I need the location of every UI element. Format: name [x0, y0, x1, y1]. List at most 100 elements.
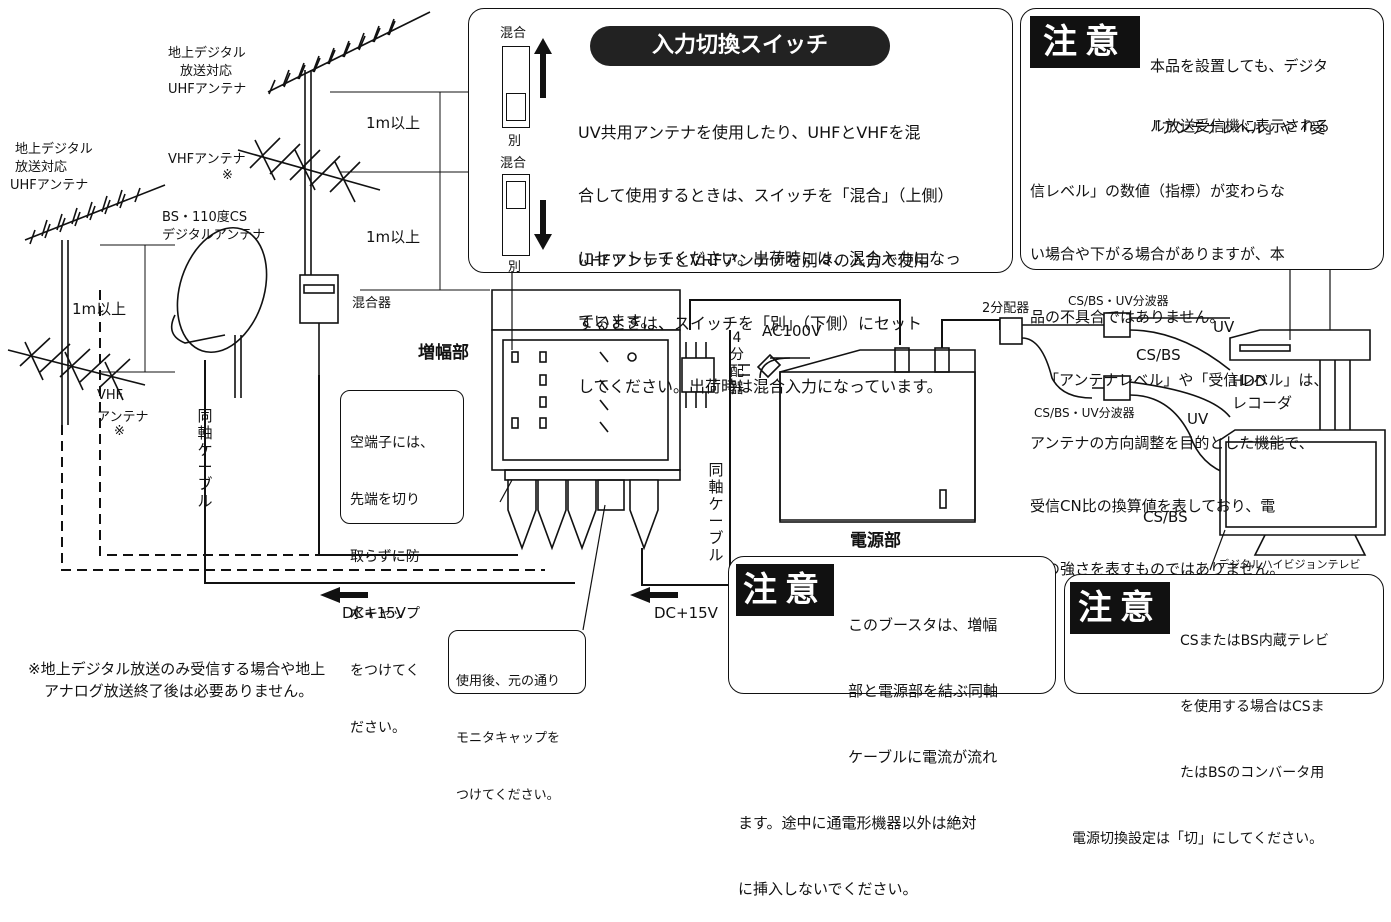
label-4way: 4分配器 — [730, 330, 744, 397]
label-coax-left: 同軸ケーブル — [197, 407, 213, 510]
switch-title: 入力切換スイッチ — [590, 26, 890, 66]
switch-para-bottom-2: するときは、スイッチを「別」（下側）にセット — [578, 314, 923, 333]
label-splitter2: 2分配器 — [982, 301, 1030, 316]
callout-empty-1: 空端子には、 — [350, 435, 434, 451]
caution-tv-line-4: 電源切換設定は「切」にしてください。 — [1072, 831, 1324, 847]
caution-tv-line-2: を使用する場合はCSま — [1180, 699, 1325, 715]
uhf-antenna-left — [24, 184, 166, 245]
label-uhf-left-3: UHFアンテナ — [10, 178, 89, 193]
2way-splitter — [999, 317, 1093, 399]
label-dc-right: DC+15V — [654, 604, 718, 622]
caution-top-line-2: ル放送受信機に表示される — [1150, 117, 1331, 135]
vhf-antenna-low — [7, 337, 146, 401]
caution-top-line-1: 本品を設置しても、デジタ — [1150, 57, 1329, 75]
mixer-box — [299, 274, 339, 324]
callout-monitor-cap — [448, 630, 586, 694]
switch-mix-top: 混合 — [500, 26, 527, 41]
callout-empty-4: 水キャップ — [350, 606, 420, 622]
caution-booster-badge: 注意 — [736, 564, 834, 616]
callout-empty-2: 先端を切り — [350, 492, 420, 508]
caution-top-line-7: 「アンテナレベル」や「受信レベル」は、 — [1044, 371, 1329, 389]
caution-tv-line-1: CSまたはBS内蔵テレビ — [1180, 633, 1329, 649]
label-hdd-2: レコーダ — [1232, 394, 1293, 412]
label-uhf-left-1: 地上デジタル — [15, 142, 93, 157]
dc-arrow-left — [320, 587, 368, 603]
caution-top-head: 本品を設置しても、デジタ ル放送受信機に表示される — [1150, 16, 1330, 156]
caution-top-line-9: 受信CN比の換算値を表しており、電 — [1030, 497, 1276, 515]
label-bs-cs-2: デジタルアンテナ — [162, 228, 266, 243]
label-bs-cs-1: BS・110度CS — [162, 210, 248, 225]
separator-top — [1103, 312, 1131, 338]
label-ac: AC100V — [762, 322, 822, 340]
label-csbs-bottom: CS/BS — [1143, 508, 1188, 526]
caution-top-body: 「アンテナレベル」や「受 信レベル」の数値（指標）が変わらな い場合や下がる場合… — [1030, 76, 1328, 601]
label-power-unit: 電源部 — [850, 531, 901, 551]
switch-para-top-1: UV共用アンテナを使用したり、UHFとVHFを混 — [578, 123, 921, 142]
footnote-2: アナログ放送終了後は必要ありません。 — [44, 682, 314, 700]
bs-cs-dish — [170, 226, 268, 398]
caution-booster-line-1: このブースタは、増幅 — [848, 616, 998, 634]
caution-top-line-8: アンテナの方向調整を目的とした機能で、 — [1030, 434, 1314, 452]
callout-monitor-1: 使用後、元の通り — [456, 674, 561, 689]
power-unit — [779, 347, 976, 523]
caution-top-line-3: 「アンテナレベル」や「受 — [1146, 119, 1326, 137]
caution-booster-line-2: 部と電源部を結ぶ同軸 — [848, 682, 999, 700]
wiring-diagram — [7, 11, 1386, 631]
caution-top-line-10: 波の強さを表すものではありません。 — [1030, 560, 1285, 578]
label-tv: デジタルハイビジョンテレビ — [1218, 558, 1361, 571]
dimension-3: 1m以上 — [72, 300, 127, 318]
label-vhf-low-1: VHF — [97, 388, 124, 403]
caution-booster-line-5: に挿入しないでください。 — [738, 880, 918, 898]
label-separator-top: CS/BS・UV分波器 — [1068, 294, 1169, 308]
label-separator-bottom: CS/BS・UV分波器 — [1034, 406, 1135, 420]
dimension-2: 1m以上 — [366, 228, 421, 246]
caution-top-line-4: 信レベル」の数値（指標）が変わらな — [1030, 182, 1286, 200]
callout-empty-5: をつけてく — [350, 663, 420, 679]
label-vhf-mid-mark: ※ — [222, 168, 233, 183]
label-coax-right: 同軸ケーブル — [708, 461, 724, 564]
caution-tv-box — [1064, 574, 1384, 694]
switch-sep-top: 別 — [508, 134, 522, 149]
arrow-down-icon — [540, 200, 546, 236]
footnote-1: ※地上デジタル放送のみ受信する場合や地上 — [28, 660, 326, 678]
label-amp: 増幅部 — [418, 343, 469, 363]
label-csbs-top: CS/BS — [1136, 346, 1181, 364]
dimension-lines — [100, 91, 490, 373]
callout-empty-terminal — [340, 390, 464, 524]
switch-para-bottom-1: UHFアンテナとVHFアンテナを別々の入力で使用 — [578, 251, 930, 270]
caution-booster-line-4: ます。途中に通電形機器以外は絶対 — [738, 814, 977, 832]
caution-top-line-6: 品の不具合ではありません。 — [1030, 308, 1225, 326]
caution-tv-line-3: たはBSのコンバータ用 — [1180, 765, 1325, 781]
switch-sep-bottom: 別 — [508, 260, 522, 275]
4way-distributor — [681, 342, 715, 408]
uhf-antenna-top — [267, 11, 431, 95]
switch-mix-bottom: 混合 — [500, 156, 527, 171]
caution-tv-badge: 注意 — [1070, 582, 1170, 634]
switch-para-top-4: ています。 — [578, 312, 657, 331]
label-vhf-mid: VHFアンテナ — [168, 152, 246, 167]
switch-para-top-3: にセットしてください。出荷時には、混合入力になっ — [578, 249, 962, 268]
arrow-up-icon — [540, 52, 546, 98]
callout-empty-6: ださい。 — [350, 720, 406, 736]
caution-top-line-5: い場合や下がる場合がありますが、本 — [1030, 245, 1285, 263]
vhf-antenna-mid — [237, 137, 381, 203]
hdd-recorder — [1229, 329, 1371, 361]
tv — [1219, 360, 1386, 556]
label-vhf-low-3: ※ — [114, 424, 125, 439]
caution-top-badge: 注意 — [1030, 16, 1140, 68]
arrow-down-head-icon — [534, 234, 552, 250]
label-vhf-low-2: アンテナ — [97, 410, 149, 425]
arrow-up-head-icon — [534, 38, 552, 54]
label-uhf-top-3: UHFアンテナ — [168, 82, 247, 97]
switch-graphic-bottom — [502, 174, 530, 256]
amplifier-unit — [491, 289, 681, 551]
label-dc-left: DC+15V — [342, 604, 406, 622]
label-uhf-top-1: 地上デジタル — [168, 46, 246, 61]
label-hdd-1: HDD — [1232, 372, 1267, 390]
dimension-1: 1m以上 — [366, 114, 421, 132]
callout-monitor-2: モニタキャップを — [456, 731, 561, 746]
switch-para-bottom-3: してください。出荷時は混合入力になっています。 — [578, 377, 943, 396]
switch-para-top-2: 合して使用するときは、スイッチを「混合」（上側） — [578, 186, 954, 205]
caution-booster-line-3: ケーブルに電流が流れ — [848, 748, 998, 766]
label-uhf-left-2: 放送対応 — [15, 160, 68, 175]
